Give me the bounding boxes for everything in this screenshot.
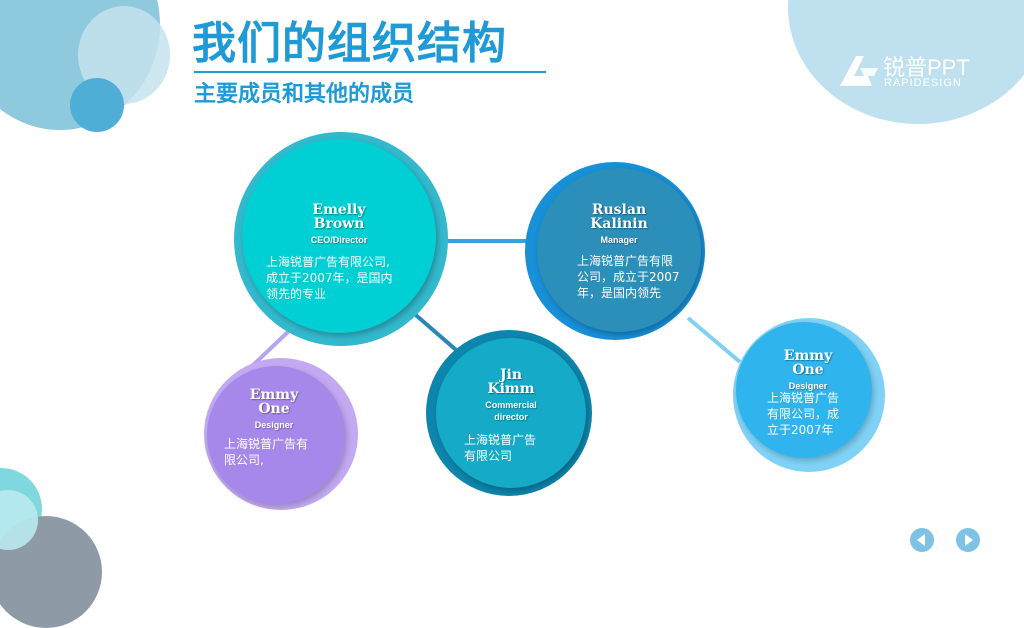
- decor-circle-top-left-small: [70, 78, 124, 132]
- member-name-line2: Kalinin: [590, 216, 648, 232]
- member-node-designer-left[interactable]: Emmy One Designer 上海锐普广告有 限公司,: [204, 358, 358, 510]
- member-disc: [736, 322, 872, 458]
- member-name-line1: Ruslan: [591, 202, 647, 218]
- chevron-right-icon: [965, 534, 973, 546]
- chevron-left-icon: [917, 534, 925, 546]
- member-name-line2: Kimm: [487, 381, 535, 397]
- member-name-line2: Brown: [313, 216, 365, 232]
- member-description: 上海锐普广告有 限公司,: [224, 437, 309, 467]
- member-description: 上海锐普广告 有限公司，成 立于2007年: [767, 391, 840, 437]
- member-role: CEO/Director: [310, 235, 368, 245]
- member-name-line1: Emmy: [783, 348, 833, 364]
- member-disc: [242, 139, 436, 333]
- connector-ceo-designer: [250, 328, 292, 368]
- member-name-line2: One: [258, 401, 290, 417]
- member-node-manager[interactable]: Ruslan Kalinin Manager 上海锐普广告有限 公司，成立于20…: [525, 162, 705, 340]
- brand-name: 锐普PPT: [883, 55, 970, 80]
- member-node-commercial[interactable]: Jin Kimm Commercial director 上海锐普广告 有限公司: [426, 330, 592, 496]
- member-role: Commercial director: [485, 400, 537, 422]
- title-underline: [194, 71, 546, 73]
- member-description: 上海锐普广告 有限公司: [464, 433, 537, 463]
- member-description: 上海锐普广告有限 公司，成立于2007 年，是国内领先: [577, 254, 680, 300]
- member-description: 上海锐普广告有限公司, 成立于2007年，是国内 领先的专业: [266, 255, 393, 301]
- page-subtitle: 主要成员和其他的成员: [194, 82, 415, 107]
- member-disc: [207, 366, 345, 504]
- member-role: Designer: [788, 381, 828, 391]
- member-name-line1: Jin: [499, 367, 523, 383]
- page-title: 我们的组织结构: [192, 18, 507, 69]
- member-node-ceo[interactable]: Emelly Brown CEO/Director 上海锐普广告有限公司, 成立…: [234, 132, 448, 346]
- connector-manager-designer: [686, 316, 742, 364]
- member-node-designer-right[interactable]: Emmy One Designer 上海锐普广告 有限公司，成 立于2007年: [733, 318, 885, 472]
- member-disc: [537, 168, 701, 332]
- member-role: Designer: [254, 420, 294, 430]
- prev-slide-button[interactable]: [910, 528, 934, 552]
- brand-logo-icon: [840, 56, 878, 86]
- next-slide-button[interactable]: [956, 528, 980, 552]
- brand-tagline: RAPIDESIGN: [884, 77, 962, 89]
- member-name-line1: Emmy: [249, 387, 299, 403]
- member-role: Manager: [600, 235, 638, 245]
- member-disc: [436, 338, 586, 488]
- member-name-line2: One: [792, 362, 824, 378]
- member-name-line1: Emelly: [312, 202, 366, 218]
